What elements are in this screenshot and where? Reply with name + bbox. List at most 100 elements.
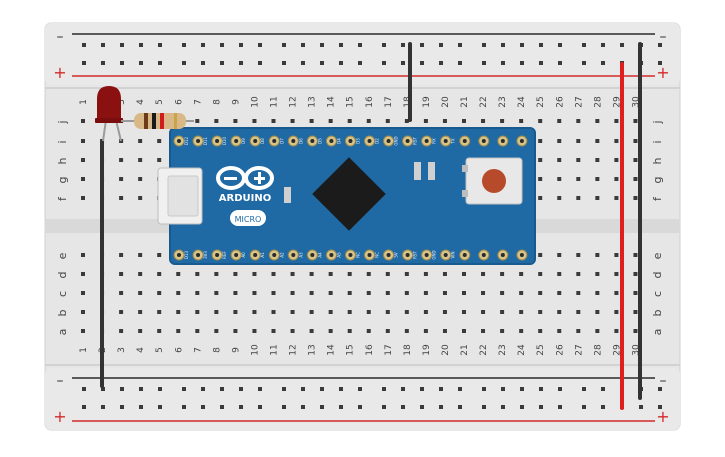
- breadboard-hole[interactable]: [347, 310, 352, 314]
- rail-hole[interactable]: [301, 43, 305, 47]
- breadboard-hole[interactable]: [81, 310, 85, 314]
- breadboard-hole[interactable]: [214, 291, 219, 295]
- breadboard-hole[interactable]: [119, 291, 124, 295]
- breadboard-hole[interactable]: [633, 329, 638, 333]
- breadboard-hole[interactable]: [614, 177, 619, 181]
- rail-hole[interactable]: [101, 387, 105, 391]
- breadboard-hole[interactable]: [290, 291, 295, 295]
- breadboard-hole[interactable]: [366, 329, 371, 333]
- breadboard-hole[interactable]: [519, 119, 524, 123]
- breadboard-hole[interactable]: [176, 272, 181, 276]
- rail-hole[interactable]: [282, 43, 286, 47]
- breadboard-hole[interactable]: [519, 310, 524, 314]
- breadboard-hole[interactable]: [500, 272, 505, 276]
- breadboard-hole[interactable]: [538, 291, 543, 295]
- breadboard-hole[interactable]: [557, 139, 562, 143]
- breadboard-hole[interactable]: [195, 310, 200, 314]
- rail-hole[interactable]: [539, 405, 543, 409]
- breadboard-hole[interactable]: [157, 139, 162, 143]
- breadboard-hole[interactable]: [309, 291, 314, 295]
- rail-hole[interactable]: [520, 43, 524, 47]
- breadboard-hole[interactable]: [595, 272, 600, 276]
- breadboard-hole[interactable]: [81, 119, 85, 123]
- breadboard-hole[interactable]: [595, 177, 600, 181]
- rail-hole[interactable]: [520, 61, 524, 65]
- breadboard-hole[interactable]: [404, 329, 409, 333]
- breadboard-hole[interactable]: [366, 272, 371, 276]
- breadboard-hole[interactable]: [538, 119, 543, 123]
- rail-hole[interactable]: [120, 43, 124, 47]
- breadboard-hole[interactable]: [290, 329, 295, 333]
- rail-hole[interactable]: [501, 387, 505, 391]
- breadboard-hole[interactable]: [176, 329, 181, 333]
- breadboard-hole[interactable]: [290, 272, 295, 276]
- rail-hole[interactable]: [401, 61, 405, 65]
- rail-hole[interactable]: [282, 405, 286, 409]
- breadboard-hole[interactable]: [157, 329, 162, 333]
- breadboard-hole[interactable]: [614, 310, 619, 314]
- rail-hole[interactable]: [320, 405, 324, 409]
- breadboard-hole[interactable]: [138, 139, 143, 143]
- rail-hole[interactable]: [520, 387, 524, 391]
- resistor[interactable]: [121, 113, 194, 129]
- breadboard-hole[interactable]: [119, 310, 124, 314]
- breadboard-hole[interactable]: [119, 177, 124, 181]
- breadboard-hole[interactable]: [385, 329, 390, 333]
- breadboard-hole[interactable]: [557, 158, 562, 162]
- breadboard-hole[interactable]: [614, 291, 619, 295]
- rail-hole[interactable]: [182, 387, 186, 391]
- breadboard-hole[interactable]: [538, 158, 543, 162]
- breadboard-hole[interactable]: [366, 119, 371, 123]
- rail-hole[interactable]: [658, 61, 662, 65]
- rail-hole[interactable]: [658, 43, 662, 47]
- breadboard-hole[interactable]: [576, 139, 581, 143]
- breadboard-hole[interactable]: [614, 119, 619, 123]
- breadboard-hole[interactable]: [481, 291, 486, 295]
- breadboard-hole[interactable]: [423, 310, 428, 314]
- rail-hole[interactable]: [539, 387, 543, 391]
- breadboard-hole[interactable]: [557, 196, 562, 200]
- breadboard-hole[interactable]: [442, 310, 447, 314]
- rail-hole[interactable]: [139, 43, 143, 47]
- rail-hole[interactable]: [158, 43, 162, 47]
- rail-hole[interactable]: [382, 405, 386, 409]
- breadboard-hole[interactable]: [538, 310, 543, 314]
- breadboard-hole[interactable]: [271, 291, 276, 295]
- breadboard-hole[interactable]: [614, 253, 619, 257]
- breadboard-hole[interactable]: [214, 272, 219, 276]
- rail-hole[interactable]: [101, 61, 105, 65]
- rail-hole[interactable]: [301, 387, 305, 391]
- breadboard-hole[interactable]: [576, 158, 581, 162]
- rail-hole[interactable]: [201, 405, 205, 409]
- breadboard-hole[interactable]: [347, 119, 352, 123]
- breadboard-hole[interactable]: [557, 291, 562, 295]
- rail-hole[interactable]: [339, 405, 343, 409]
- breadboard-hole[interactable]: [119, 196, 124, 200]
- rail-hole[interactable]: [582, 405, 586, 409]
- breadboard-hole[interactable]: [576, 196, 581, 200]
- rail-hole[interactable]: [258, 387, 262, 391]
- breadboard-hole[interactable]: [328, 310, 333, 314]
- rail-hole[interactable]: [201, 61, 205, 65]
- breadboard-hole[interactable]: [309, 310, 314, 314]
- rail-hole[interactable]: [439, 387, 443, 391]
- breadboard-hole[interactable]: [157, 310, 162, 314]
- rail-hole[interactable]: [182, 43, 186, 47]
- rail-hole[interactable]: [239, 61, 243, 65]
- breadboard-hole[interactable]: [576, 253, 581, 257]
- breadboard-hole[interactable]: [404, 272, 409, 276]
- rail-hole[interactable]: [339, 43, 343, 47]
- breadboard-hole[interactable]: [481, 310, 486, 314]
- rail-hole[interactable]: [401, 43, 405, 47]
- breadboard-hole[interactable]: [462, 119, 466, 123]
- breadboard-hole[interactable]: [557, 119, 562, 123]
- rail-hole[interactable]: [482, 61, 486, 65]
- breadboard-hole[interactable]: [614, 272, 619, 276]
- breadboard-hole[interactable]: [119, 158, 124, 162]
- rail-hole[interactable]: [582, 61, 586, 65]
- rail-hole[interactable]: [539, 43, 543, 47]
- breadboard-hole[interactable]: [404, 291, 409, 295]
- breadboard-hole[interactable]: [442, 329, 447, 333]
- breadboard-hole[interactable]: [157, 272, 162, 276]
- rail-hole[interactable]: [220, 61, 224, 65]
